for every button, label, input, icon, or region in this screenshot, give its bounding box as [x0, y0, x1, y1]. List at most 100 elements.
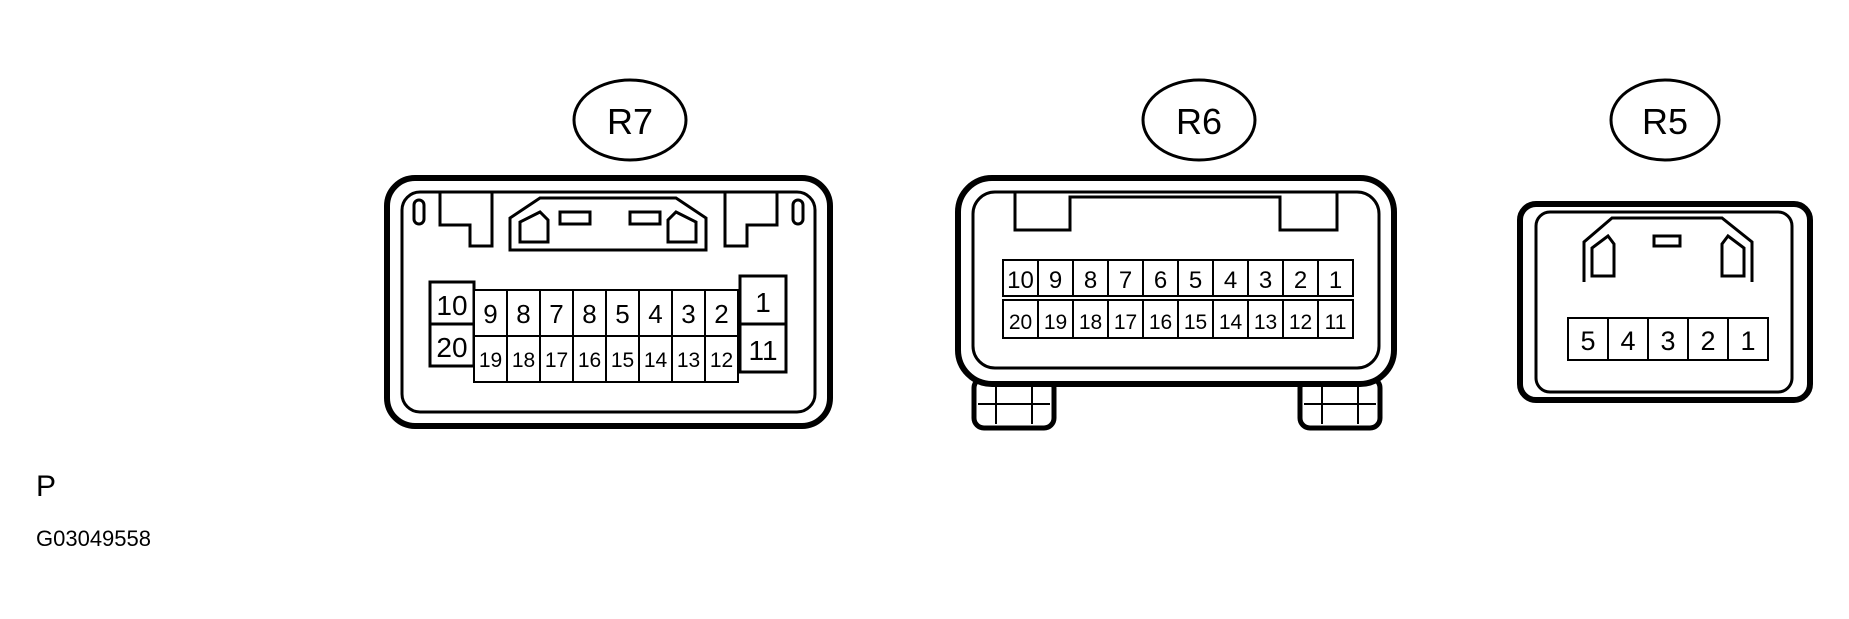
svg-text:16: 16 — [1149, 311, 1172, 334]
connector-r6-label: R6 — [1176, 101, 1222, 142]
svg-text:12: 12 — [1289, 311, 1312, 334]
connector-r7-bottom-pin: 17 — [539, 335, 574, 383]
svg-text:8: 8 — [516, 299, 530, 329]
connector-r6: R6 10 9 — [955, 78, 1397, 431]
svg-text:9: 9 — [1049, 267, 1062, 294]
svg-text:20: 20 — [436, 332, 467, 363]
svg-text:2: 2 — [714, 299, 728, 329]
connector-r5-pin: 3 — [1647, 317, 1689, 361]
connector-r5-center-lock — [1582, 216, 1754, 282]
svg-text:3: 3 — [1259, 267, 1272, 294]
connector-r7-housing-inner — [400, 190, 817, 414]
connector-r5-pin-grid: 5 4 3 2 1 — [1567, 317, 1769, 361]
svg-text:1: 1 — [1740, 326, 1755, 356]
connector-r7-top-pin: 5 — [605, 289, 640, 337]
connector-r7-top-pin: 8 — [506, 289, 541, 337]
connector-r6-keyway — [1013, 192, 1339, 232]
svg-text:11: 11 — [1325, 311, 1347, 334]
connector-r5-label: R5 — [1642, 101, 1688, 142]
connector-r7-left-latch — [438, 192, 494, 248]
connector-r6-bottom-pin: 15 — [1177, 299, 1214, 339]
svg-text:8: 8 — [582, 299, 596, 329]
connector-r6-top-pin: 3 — [1247, 259, 1284, 297]
svg-text:18: 18 — [512, 349, 535, 372]
connector-r6-bottom-pin: 14 — [1212, 299, 1249, 339]
connector-r7-bottom-pin: 15 — [605, 335, 640, 383]
svg-text:4: 4 — [648, 299, 662, 329]
svg-text:15: 15 — [1184, 311, 1207, 334]
connector-r7: R7 10 20 9 — [384, 78, 833, 429]
connector-r7-bottom-pin: 19 — [473, 335, 508, 383]
connector-r5-pin: 4 — [1607, 317, 1649, 361]
svg-text:7: 7 — [1119, 267, 1132, 294]
connector-r6-top-pin: 8 — [1072, 259, 1109, 297]
connector-r7-pin-grid: 9 8 7 8 5 4 3 — [473, 289, 739, 383]
connector-r6-top-pin: 1 — [1317, 259, 1354, 297]
connector-r7-pin-11: 11 — [738, 322, 788, 374]
connector-r5-pin: 2 — [1687, 317, 1729, 361]
svg-text:20: 20 — [1009, 311, 1032, 334]
connector-r6-top-pin: 7 — [1107, 259, 1144, 297]
connector-r6-top-pin: 4 — [1212, 259, 1249, 297]
connector-r7-pin-10: 10 — [428, 280, 476, 326]
svg-text:1: 1 — [1329, 267, 1342, 294]
svg-text:2: 2 — [1700, 326, 1715, 356]
svg-text:4: 4 — [1620, 326, 1635, 356]
connector-r7-top-pin: 4 — [638, 289, 673, 337]
svg-text:9: 9 — [483, 299, 497, 329]
connector-r7-pin-20: 20 — [428, 322, 476, 368]
svg-text:10: 10 — [1007, 267, 1034, 294]
svg-text:3: 3 — [681, 299, 695, 329]
connector-r5-pin: 1 — [1727, 317, 1769, 361]
connector-r6-top-pin: 10 — [1002, 259, 1039, 297]
svg-text:17: 17 — [1114, 311, 1137, 334]
connector-r6-top-pin: 5 — [1177, 259, 1214, 297]
svg-text:6: 6 — [1154, 267, 1167, 294]
svg-text:11: 11 — [748, 335, 777, 366]
svg-text:5: 5 — [1189, 267, 1202, 294]
svg-text:15: 15 — [611, 349, 634, 372]
connector-r7-top-pin: 3 — [671, 289, 706, 337]
connector-r5-label-bubble — [1609, 78, 1721, 162]
svg-text:8: 8 — [1084, 267, 1097, 294]
connector-r5: R5 5 4 3 2 1 — [1517, 78, 1813, 403]
connector-r6-pin-grid: 10 9 8 7 6 5 4 — [1002, 259, 1354, 339]
svg-text:13: 13 — [1254, 311, 1277, 334]
svg-text:19: 19 — [1044, 311, 1067, 334]
connector-r7-top-pin: 8 — [572, 289, 607, 337]
connector-r6-left-foot — [971, 375, 1057, 431]
svg-text:17: 17 — [545, 349, 568, 372]
svg-text:1: 1 — [755, 287, 771, 318]
connector-r6-housing-inner — [971, 190, 1381, 370]
connector-r7-label-bubble — [572, 78, 688, 162]
connector-r6-bottom-pin: 18 — [1072, 299, 1109, 339]
svg-text:2: 2 — [1294, 267, 1307, 294]
svg-text:18: 18 — [1079, 311, 1102, 334]
connector-r6-bottom-pin: 13 — [1247, 299, 1284, 339]
connector-r6-top-pin: 9 — [1037, 259, 1074, 297]
svg-text:5: 5 — [615, 299, 629, 329]
svg-text:14: 14 — [644, 349, 668, 372]
svg-text:7: 7 — [549, 299, 563, 329]
connector-r7-right-latch — [723, 192, 779, 248]
connector-r6-top-pin: 2 — [1282, 259, 1319, 297]
svg-text:3: 3 — [1660, 326, 1675, 356]
connector-r5-pin: 5 — [1567, 317, 1609, 361]
svg-text:12: 12 — [710, 349, 733, 372]
connector-r7-bottom-pin: 16 — [572, 335, 607, 383]
connector-r7-label: R7 — [607, 101, 653, 142]
connector-r7-bottom-pin: 13 — [671, 335, 706, 383]
connector-r7-bottom-pin: 12 — [704, 335, 739, 383]
svg-text:13: 13 — [677, 349, 700, 372]
page-letter: P — [36, 470, 57, 503]
connector-r7-bottom-pin: 14 — [638, 335, 673, 383]
connector-r7-pin-1: 1 — [738, 274, 788, 326]
svg-text:14: 14 — [1219, 311, 1243, 334]
svg-text:16: 16 — [578, 349, 601, 372]
figure-id: G03049558 — [36, 526, 151, 551]
svg-text:10: 10 — [436, 290, 467, 321]
connector-r5-housing — [1517, 201, 1813, 403]
connector-r7-top-pin: 9 — [473, 289, 508, 337]
connector-r6-bottom-pin: 16 — [1142, 299, 1179, 339]
